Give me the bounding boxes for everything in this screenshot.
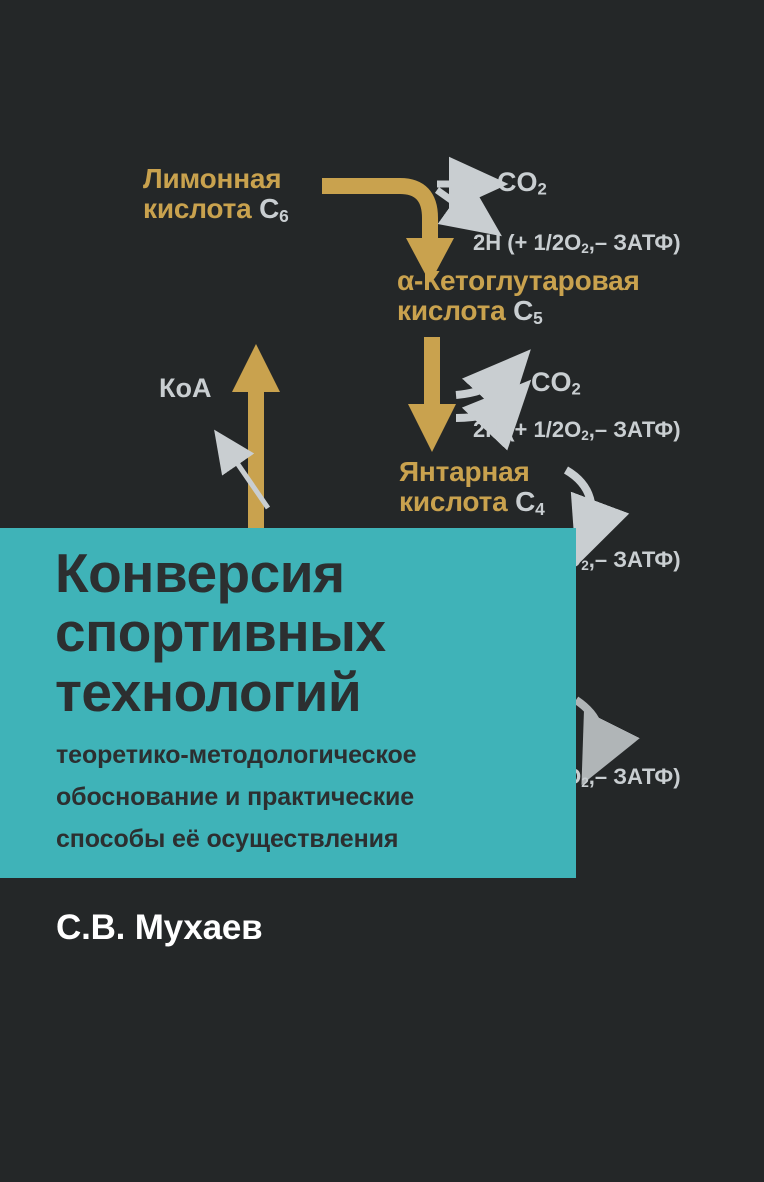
arrow-malic-dehydrogenation (573, 696, 640, 786)
arrow-ketoglutaric-to-succinic (408, 337, 456, 452)
label-citric-acid: Лимонная кислота C6 (143, 163, 289, 227)
arrow-koa-release (214, 429, 271, 510)
arrow-co2-branch-2 (455, 349, 532, 451)
title-line-1: Конверсия (55, 542, 345, 604)
label-koa: КоА (159, 373, 212, 403)
page-subtitle: теоретико-методологическое обоснование и… (56, 734, 561, 860)
label-succinic-acid: Янтарная кислота C4 (399, 456, 545, 520)
title-line-2: спортивных (55, 601, 386, 664)
subtitle-line-2: обоснование и практические (56, 783, 415, 811)
label-atp-first: 2H (+ 1/2O2,– ЗАТФ) (473, 230, 681, 256)
title-panel: Конверсия спортивных технологий теоретик… (0, 528, 576, 878)
label-co2-second: CO2 (531, 367, 581, 399)
label-ketoglutaric-acid: α-Кетоглутаровая кислота C5 (397, 265, 640, 329)
label-co2-first: CO2 (497, 167, 547, 199)
page-title: Конверсия спортивных технологий (55, 542, 565, 723)
subtitle-line-3: способы её осуществления (56, 825, 399, 853)
succinic-carbon-count: C4 (515, 486, 545, 520)
arrow-citric-to-ketoglutaric (322, 178, 454, 283)
ketoglutaric-carbon-count: C5 (513, 295, 543, 329)
author-name: С.В. Мухаев (56, 908, 263, 947)
label-atp-second: 2H (+ 1/2O2,– ЗАТФ) (473, 417, 681, 443)
arrow-co2-branch-1 (434, 156, 509, 237)
title-line-3: технологий (55, 660, 362, 723)
arrow-succinic-dehydrogenation (563, 466, 630, 567)
citric-carbon-count: C6 (259, 193, 289, 227)
subtitle-line-1: теоретико-методологическое (56, 741, 417, 769)
